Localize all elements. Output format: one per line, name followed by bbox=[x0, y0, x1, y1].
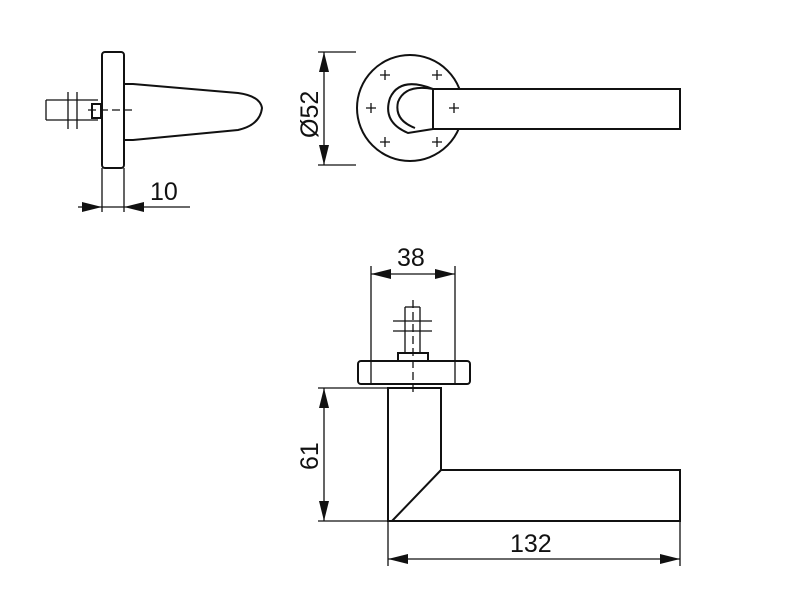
top-view-rose bbox=[357, 360, 471, 385]
dimension-label-diameter: Ø52 bbox=[296, 91, 324, 138]
top-view: 38 61 132 bbox=[296, 244, 681, 566]
side-view: 10 bbox=[45, 51, 264, 212]
top-view-lever bbox=[387, 387, 681, 522]
dimension-rose-thickness: 10 bbox=[78, 168, 190, 212]
dimension-rose-diameter: Ø52 bbox=[296, 51, 356, 166]
front-view: Ø52 bbox=[296, 51, 681, 166]
dimension-label-38: 38 bbox=[397, 244, 425, 272]
dimension-label-10: 10 bbox=[150, 178, 178, 206]
dimension-handle-height: 61 bbox=[296, 387, 388, 522]
front-view-lever-arm bbox=[433, 88, 681, 130]
side-view-lever bbox=[123, 83, 264, 141]
side-view-spindle bbox=[45, 92, 102, 129]
dimension-handle-length: 132 bbox=[387, 521, 681, 566]
front-view-lever-neck bbox=[387, 83, 434, 135]
dimension-label-132: 132 bbox=[510, 530, 552, 558]
front-view-screw-marks bbox=[366, 70, 459, 147]
dimension-label-61: 61 bbox=[296, 442, 324, 470]
dimension-spindle-spacing: 38 bbox=[370, 244, 456, 384]
